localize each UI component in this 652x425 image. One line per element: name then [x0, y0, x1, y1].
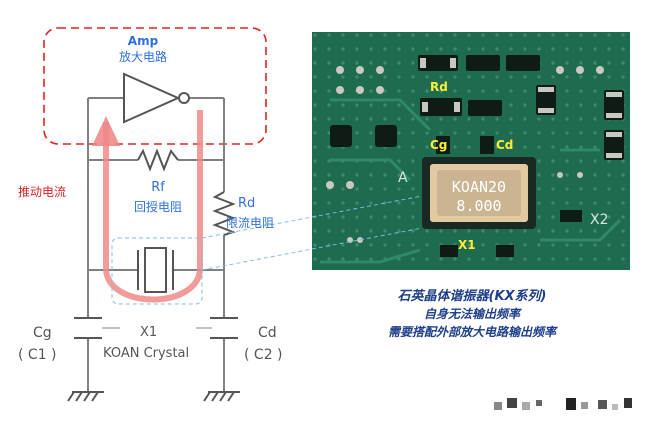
photo-cg-label: Cg — [430, 138, 448, 152]
caption-line-3: 需要搭配外部放大电路输出频率 — [387, 325, 556, 339]
amp-subtitle: 放大电路 — [118, 50, 167, 64]
photo-x1-label: X1 — [458, 238, 476, 252]
rf-label: Rf — [151, 180, 165, 195]
cg-label: Cg — [33, 325, 52, 341]
silkscreen-a: A — [398, 170, 408, 186]
chip-marking-model: KOAN20 — [451, 178, 507, 196]
silkscreen-x2: X2 — [590, 212, 609, 228]
photo-link-bottom — [201, 227, 423, 271]
rd-resistor — [212, 191, 236, 236]
cg-alt-label: ( C1 ) — [18, 347, 57, 363]
cd-capacitor — [210, 317, 238, 339]
amp-title: Amp — [127, 34, 159, 48]
ground-left-icon — [67, 391, 104, 402]
rf-desc: 回授电阻 — [133, 200, 182, 214]
watermark — [494, 398, 632, 410]
cg-capacitor — [74, 317, 102, 339]
amplifier-symbol — [123, 72, 190, 124]
photo-cd-label: Cd — [496, 138, 514, 152]
photo-link-top — [201, 195, 423, 239]
crystal-symbol — [137, 247, 174, 293]
rd-label: Rd — [238, 196, 256, 211]
photo-rd-label: Rd — [430, 80, 448, 94]
drive-current-loop — [92, 110, 203, 303]
cd-alt-label: ( C2 ) — [244, 347, 283, 363]
cd-label: Cd — [258, 325, 277, 341]
caption-line-2: 自身无法输出频率 — [423, 307, 520, 321]
rf-resistor — [137, 148, 179, 172]
ground-right-icon — [203, 391, 240, 402]
amp-box — [43, 27, 267, 145]
crystal-label: X1 — [140, 325, 158, 340]
chip-marking-frequency: 8.000 — [456, 197, 502, 215]
crystal-name: KOAN Crystal — [103, 346, 190, 361]
crystal-highlight — [111, 237, 203, 305]
rd-desc: 限流电阻 — [226, 216, 275, 230]
caption-title: 石英晶体谐振器(KX系列) — [397, 289, 547, 304]
drive-current-label: 推动电流 — [18, 185, 67, 199]
pcb-photo — [312, 32, 630, 270]
